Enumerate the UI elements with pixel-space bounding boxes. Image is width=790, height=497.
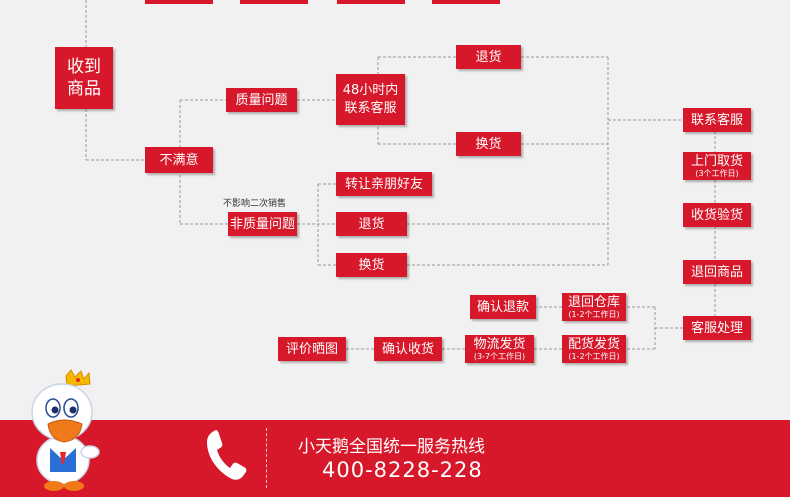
service-process-node: 客服处理 bbox=[683, 316, 751, 340]
contact-service-node: 联系客服 bbox=[683, 108, 751, 132]
hotline-banner bbox=[0, 420, 790, 497]
logistics-title: 物流发货 bbox=[473, 337, 526, 352]
transfer-friends-node: 转让亲朋好友 bbox=[336, 172, 432, 196]
non-quality-issue-node: 非质量问题 bbox=[228, 212, 297, 236]
exchange-top-node: 换货 bbox=[456, 132, 521, 156]
hotline-number[interactable]: 400-8228-228 bbox=[322, 458, 483, 482]
pickup-node: 上门取货 (3个工作日) bbox=[683, 152, 751, 180]
pickup-sub: (3个工作日) bbox=[695, 169, 739, 178]
logistics-sub: (3-7个工作日) bbox=[473, 352, 526, 361]
receive-inspect-node: 收货验货 bbox=[683, 203, 751, 227]
ship-replacement-node: 配货发货 (1-2个工作日) bbox=[562, 335, 626, 363]
return-mid-node: 退货 bbox=[336, 212, 407, 236]
top-box-stub-3 bbox=[337, 0, 405, 4]
logistics-node: 物流发货 (3-7个工作日) bbox=[465, 335, 534, 363]
unsatisfied-node: 不满意 bbox=[145, 147, 213, 173]
return-warehouse-node: 退回仓库 (1-2个工作日) bbox=[562, 293, 626, 321]
ship-replacement-title: 配货发货 bbox=[567, 337, 620, 352]
quality-issue-node: 质量问题 bbox=[226, 88, 297, 112]
return-goods-node: 退回商品 bbox=[683, 260, 751, 284]
confirm-refund-node: 确认退款 bbox=[470, 295, 536, 319]
contact-48h-node: 48小时内 联系客服 bbox=[336, 74, 405, 125]
footer-divider bbox=[266, 428, 267, 488]
return-warehouse-sub: (1-2个工作日) bbox=[568, 310, 620, 319]
exchange-mid-node: 换货 bbox=[336, 253, 407, 277]
pickup-title: 上门取货 bbox=[690, 154, 743, 169]
no-impact-note: 不影响二次销售 bbox=[223, 199, 287, 209]
return-warehouse-title: 退回仓库 bbox=[567, 295, 620, 310]
top-box-stub-1 bbox=[145, 0, 213, 4]
top-box-stub-2 bbox=[240, 0, 308, 4]
top-box-stub-4 bbox=[432, 0, 500, 4]
receive-goods-node: 收到 商品 bbox=[55, 47, 113, 109]
phone-icon[interactable] bbox=[202, 426, 252, 482]
swan-mascot-icon bbox=[31, 369, 100, 491]
review-photo-node: 评价晒图 bbox=[278, 337, 346, 361]
confirm-receipt-node: 确认收货 bbox=[374, 337, 442, 361]
return-top-node: 退货 bbox=[456, 45, 521, 69]
ship-replacement-sub: (1-2个工作日) bbox=[568, 352, 620, 361]
hotline-label: 小天鹅全国统一服务热线 bbox=[298, 437, 485, 457]
